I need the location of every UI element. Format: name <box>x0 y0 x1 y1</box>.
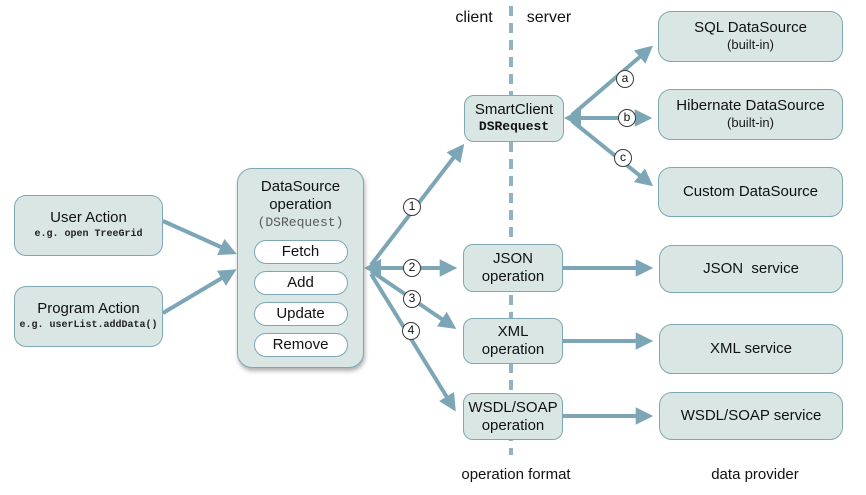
connector-badge-a: a <box>616 70 634 88</box>
connector-badge-b: b <box>618 109 636 127</box>
connector-badge-1: 1 <box>403 198 421 216</box>
user-action-title: User Action <box>50 209 127 226</box>
wsdl-soap-operation-line1: WSDL/SOAP <box>468 398 558 416</box>
json-service-title: JSON service <box>703 260 799 277</box>
sql-datasource-subtitle: (built-in) <box>727 37 774 53</box>
xml-service-title: XML service <box>710 340 792 357</box>
fetch-operation-pill: Fetch <box>253 239 348 264</box>
operation-format-label: operation format <box>461 466 571 483</box>
hibernate-datasource-box: Hibernate DataSource (built-in) <box>658 89 843 140</box>
connector-badge-c: c <box>614 149 632 167</box>
datasource-operation-subtitle: (DSRequest) <box>257 215 344 230</box>
arrow-user-action-to-datasource <box>162 219 237 255</box>
wsdl-soap-operation-line2: operation <box>481 416 545 434</box>
arrow-a-to-sql-datasource <box>570 45 654 117</box>
custom-datasource-box: Custom DataSource <box>658 167 843 217</box>
smartclient-title: SmartClient <box>474 101 554 119</box>
smartclient-subtitle: DSRequest <box>478 119 550 135</box>
connector-badge-4: 4 <box>402 322 420 340</box>
client-label: client <box>455 9 493 26</box>
sql-datasource-box: SQL DataSource (built-in) <box>658 11 843 62</box>
custom-datasource-title: Custom DataSource <box>682 183 819 200</box>
sql-datasource-title: SQL DataSource <box>694 19 807 37</box>
server-label: server <box>526 9 572 26</box>
datasource-operation-title-line2: operation <box>269 196 332 213</box>
connector-badge-3: 3 <box>403 290 421 308</box>
arrow-c-to-custom-datasource <box>570 119 654 187</box>
program-action-title: Program Action <box>37 300 140 317</box>
add-operation-pill: Add <box>253 270 348 295</box>
xml-service-box: XML service <box>659 324 843 374</box>
connector-badge-2: 2 <box>403 259 421 277</box>
json-operation-line2: operation <box>481 268 545 285</box>
arrow-4-to-wsdl-operation <box>369 272 456 412</box>
return-arrowhead-datasource <box>364 259 381 277</box>
wsdl-soap-service-box: WSDL/SOAP service <box>659 392 843 440</box>
smartclient-dsrequest-box: SmartClient DSRequest <box>464 95 564 142</box>
data-provider-label: data provider <box>711 466 799 483</box>
datasource-operation-box: DataSource operation (DSRequest) Fetch A… <box>237 168 364 368</box>
user-action-example: e.g. open TreeGrid <box>34 229 143 240</box>
json-service-box: JSON service <box>659 245 843 293</box>
wsdl-soap-service-title: WSDL/SOAP service <box>680 407 822 424</box>
datasource-operation-title-line1: DataSource <box>260 178 341 195</box>
operation-pill-stack: Fetch Add Update Remove <box>253 239 348 357</box>
update-operation-pill: Update <box>253 301 348 326</box>
wsdl-soap-operation-box: WSDL/SOAP operation <box>463 393 563 440</box>
program-action-example: e.g. userList.addData() <box>19 320 158 331</box>
xml-operation-line1: XML <box>497 323 529 340</box>
json-operation-box: JSON operation <box>463 244 563 292</box>
arrow-program-action-to-datasource <box>161 269 237 315</box>
user-action-box: User Action e.g. open TreeGrid <box>14 195 163 256</box>
hibernate-datasource-subtitle: (built-in) <box>727 115 774 131</box>
xml-operation-box: XML operation <box>463 318 563 364</box>
hibernate-datasource-title: Hibernate DataSource <box>676 97 825 115</box>
return-arrowhead-smartclient <box>564 109 581 127</box>
xml-operation-line2: operation <box>481 341 545 358</box>
json-operation-line1: JSON <box>492 250 533 267</box>
program-action-box: Program Action e.g. userList.addData() <box>14 286 163 347</box>
remove-operation-pill: Remove <box>253 332 348 357</box>
